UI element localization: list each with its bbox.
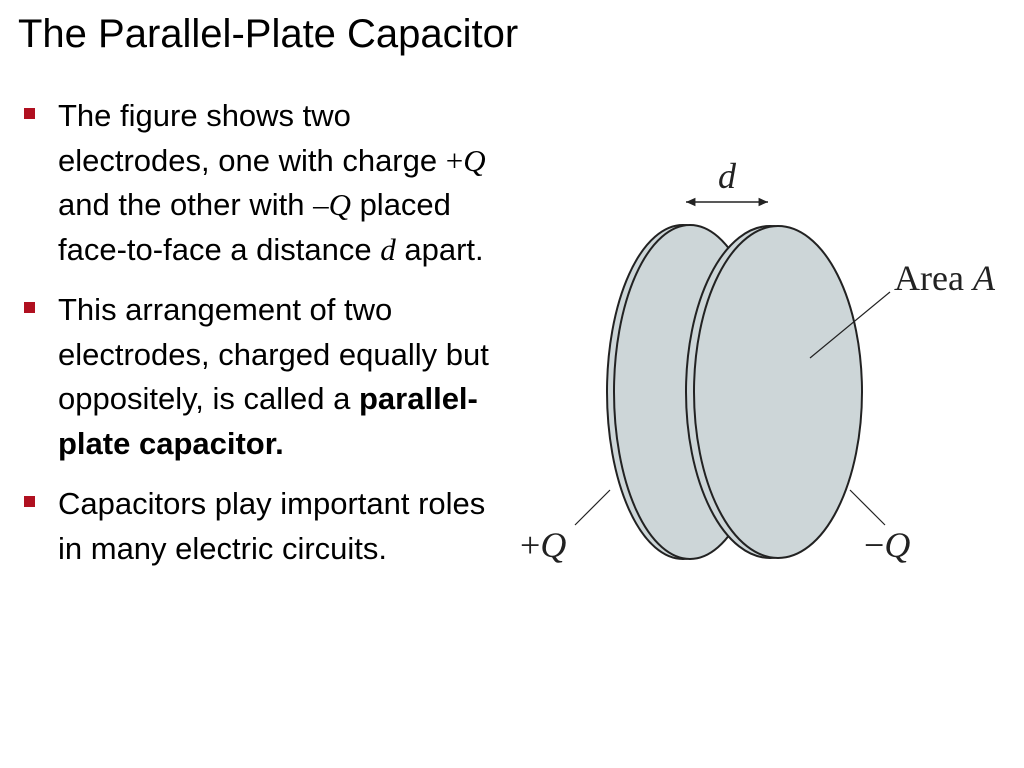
separation-label: d <box>718 156 737 196</box>
minus-charge-leader-line <box>849 489 886 526</box>
minus-sign: – <box>313 187 329 222</box>
bullet-item-arrangement: This arrangement of two electrodes, char… <box>20 288 490 466</box>
area-leader-line <box>809 291 891 359</box>
square-bullet-icon <box>24 108 35 119</box>
plus-charge-leader-line <box>574 489 611 526</box>
area-label: Area A <box>894 258 996 298</box>
distance-symbol: d <box>380 231 396 267</box>
bullet-text: placed face-to-face a distance <box>58 187 451 267</box>
minus-charge-label: −Q <box>864 525 910 565</box>
area-symbol: A <box>971 258 996 298</box>
bullet-text: The figure shows two electrodes, one wit… <box>58 98 446 178</box>
bullet-text: Capacitors play important roles in many … <box>58 486 486 566</box>
charge-symbol: Q <box>540 525 566 565</box>
charge-symbol: Q <box>884 525 910 565</box>
plus-sign: + <box>520 525 540 565</box>
right-plate <box>693 225 863 559</box>
square-bullet-icon <box>24 302 35 313</box>
charge-symbol: Q <box>328 187 351 222</box>
bullet-text: apart. <box>395 231 484 267</box>
bullet-item-electrodes: The figure shows two electrodes, one wit… <box>20 94 490 272</box>
plus-charge-label: +Q <box>520 525 566 565</box>
square-bullet-icon <box>24 496 35 507</box>
area-text: Area <box>894 258 973 298</box>
slide-title: The Parallel-Plate Capacitor <box>18 12 519 56</box>
bullet-item-circuits: Capacitors play important roles in many … <box>20 482 490 571</box>
bullet-text: This arrangement of two electrodes, char… <box>58 292 489 416</box>
minus-sign: − <box>864 525 884 565</box>
bullet-text: and the other with <box>58 187 314 222</box>
charge-symbol: Q <box>463 142 486 178</box>
plus-sign: + <box>445 142 464 178</box>
bullet-list: The figure shows two electrodes, one wit… <box>20 94 490 587</box>
bold-term: parallel-plate capacitor. <box>58 381 478 461</box>
capacitor-diagram: d Area A +Q −Q <box>520 156 996 565</box>
capacitor-figure: d Area A +Q −Q <box>500 140 1024 600</box>
